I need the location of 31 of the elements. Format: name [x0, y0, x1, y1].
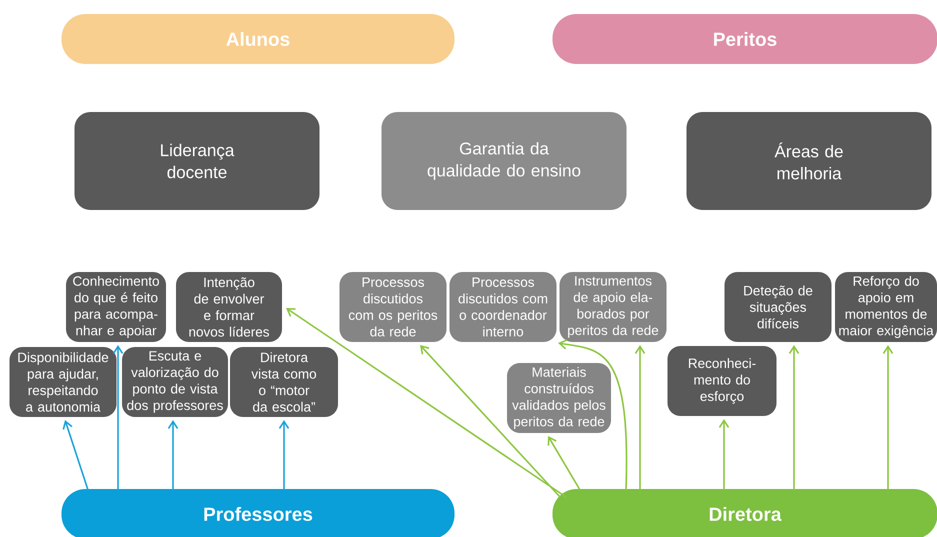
actor-band: Professores	[62, 489, 454, 537]
actor-band: Diretora	[552, 489, 937, 537]
statement-box: Escuta e valorização do ponto de vista dos professores	[122, 347, 228, 417]
statement-box: Processos discutidos com o coordenador interno	[450, 272, 556, 342]
statement-box: Instrumentos de apoio ela- borados por peritos da rede	[560, 272, 666, 342]
statement-box: Intenção de envolver e formar novos líderes	[176, 272, 282, 342]
arrow	[112, 344, 124, 490]
statement-box: Diretora vista como o “motor da escola”	[230, 347, 338, 417]
statement-box: Reforço do apoio em momentos de maior exigência	[835, 272, 937, 342]
arrow	[278, 420, 290, 490]
arrow	[286, 308, 566, 498]
statement-box: Conhecimento do que é feito para acompa- nhar e apoiar	[66, 272, 166, 342]
arrow	[558, 339, 628, 490]
arrow	[168, 420, 178, 490]
statement-box: Materiais construídos validados pelos peritos da rede	[507, 363, 611, 433]
header-band: Peritos	[552, 14, 937, 64]
arrow	[420, 345, 561, 498]
arrow	[788, 344, 800, 490]
arrow	[882, 344, 894, 490]
statement-box: Reconheci- mento do esforço	[668, 346, 776, 416]
arrow	[62, 420, 89, 490]
statement-box: Processos discutidos com os peritos da rede	[340, 272, 446, 342]
arrow	[718, 419, 730, 490]
arrow	[548, 436, 581, 490]
arrow	[634, 344, 646, 490]
statement-box: Deteção de situações difíceis	[724, 272, 832, 342]
header-band: Alunos	[62, 14, 454, 64]
category-box: Garantia da qualidade do ensino	[382, 112, 626, 210]
category-box: Áreas de melhoria	[686, 112, 932, 210]
category-box: Liderança docente	[74, 112, 320, 210]
statement-box: Disponibilidade para ajudar, respeitando a autonomia	[10, 347, 116, 417]
